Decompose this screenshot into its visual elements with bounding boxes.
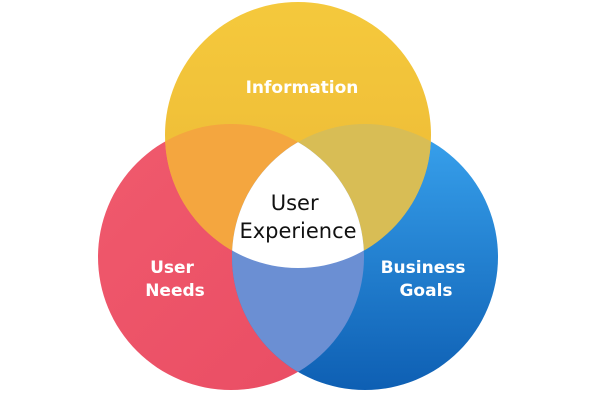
center-intersection — [232, 124, 364, 268]
label-user-experience-line-2: Experience — [239, 219, 356, 243]
label-information: Information — [246, 78, 359, 98]
label-information-line: Information — [246, 78, 359, 98]
label-business-goals-line-1: Business — [381, 258, 466, 278]
label-business-goals: Business Goals — [381, 258, 472, 301]
label-user-needs: User Needs — [145, 258, 205, 301]
label-user-experience-line-1: User — [271, 191, 319, 215]
label-user-needs-line-2: Needs — [145, 281, 205, 301]
label-user-experience: User Experience — [239, 191, 356, 243]
label-user-needs-line-1: User — [150, 258, 194, 278]
label-business-goals-line-2: Goals — [399, 281, 452, 301]
